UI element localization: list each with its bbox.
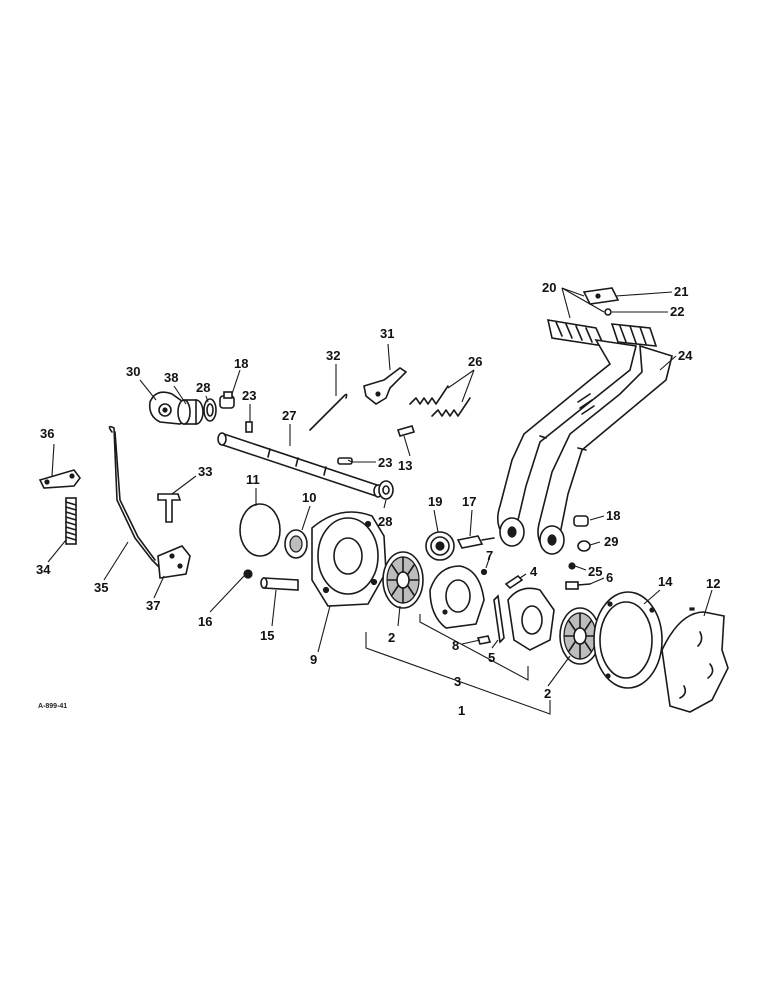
part-10-bearing	[284, 529, 308, 559]
part-12-detail	[689, 607, 695, 611]
callout-29: 29	[604, 534, 618, 549]
callout-13: 13	[398, 458, 412, 473]
part-9-brake-housing	[311, 511, 387, 607]
callout-18: 18	[234, 356, 248, 371]
part-19-spring	[425, 531, 455, 561]
part-36-plate	[38, 469, 81, 489]
part-3-pressure-plate	[507, 587, 555, 651]
callout-21: 21	[674, 284, 688, 299]
callout-16: 16	[198, 614, 212, 629]
callout-20: 20	[542, 280, 556, 295]
part-35-rod	[108, 425, 163, 571]
part-29-seal	[577, 540, 591, 552]
part-33-bracket	[157, 493, 182, 523]
callout-12: 12	[706, 576, 720, 591]
part-12-cover	[661, 611, 729, 713]
part-24-pedals	[496, 319, 673, 555]
part-4-link	[504, 574, 524, 590]
part-16-ball	[243, 569, 253, 579]
callout-6: 6	[606, 570, 613, 585]
callout-15: 15	[260, 628, 274, 643]
callout-7: 7	[486, 548, 493, 563]
callout-17: 17	[462, 494, 476, 509]
callout-4: 4	[530, 564, 538, 579]
part-32-rod	[309, 393, 348, 431]
part-23-pin-upper	[245, 421, 253, 433]
callout-25: 25	[588, 564, 602, 579]
callout-26: 26	[468, 354, 482, 369]
part-27-shaft	[217, 432, 383, 498]
callout-14: 14	[658, 574, 673, 589]
part-28-washer-upper	[203, 398, 217, 422]
callout-1: 1	[458, 703, 465, 718]
part-6-bolt	[565, 581, 591, 590]
part-31-lever	[363, 367, 408, 405]
callout-28: 28	[196, 380, 210, 395]
callout-23: 23	[378, 455, 392, 470]
callout-18: 18	[606, 508, 620, 523]
part-7-ball	[480, 568, 488, 576]
callout-11: 11	[246, 472, 260, 487]
part-2-disc-right	[559, 607, 601, 665]
callout-36: 36	[40, 426, 54, 441]
part-3-actuator-plate	[429, 565, 485, 629]
leader-lines	[47, 287, 713, 715]
part-17-screw	[456, 535, 495, 549]
part-34-spring	[65, 497, 77, 545]
callout-38: 38	[164, 370, 178, 385]
callout-2: 2	[388, 630, 395, 645]
part-22-pin	[604, 308, 612, 316]
callout-35: 35	[94, 580, 108, 595]
part-11-seal-ring	[239, 503, 281, 557]
callout-labels: 1 2 2 3 4 5 6 7 8 9 10 11 12 13 14 15 16…	[36, 280, 720, 718]
figure-id: A-899-41	[38, 703, 67, 710]
callout-10: 10	[302, 490, 316, 505]
part-15-pin	[260, 577, 299, 591]
callout-3: 3	[454, 674, 461, 689]
callout-27: 27	[282, 408, 296, 423]
part-18-plug-upper	[219, 391, 235, 409]
part-23-pin-lower	[337, 457, 353, 465]
callout-31: 31	[380, 326, 394, 341]
part-14-drum	[593, 591, 663, 689]
callout-9: 9	[310, 652, 317, 667]
callout-23: 23	[242, 388, 256, 403]
callout-8: 8	[452, 638, 459, 653]
part-26-springs	[409, 385, 471, 417]
part-5-link	[493, 594, 505, 644]
callout-5: 5	[488, 650, 495, 665]
callout-37: 37	[146, 598, 160, 613]
callout-28: 28	[378, 514, 392, 529]
part-13-clip	[396, 425, 416, 437]
callout-19: 19	[428, 494, 442, 509]
part-2-disc-left	[382, 551, 424, 609]
callout-32: 32	[326, 348, 340, 363]
part-25-ball	[568, 562, 576, 570]
callout-33: 33	[198, 464, 212, 479]
callout-30: 30	[126, 364, 140, 379]
part-38-bushing	[177, 399, 204, 425]
part-37-plate	[157, 545, 191, 579]
callout-34: 34	[36, 562, 51, 577]
part-21-latch	[582, 287, 620, 305]
callout-22: 22	[670, 304, 684, 319]
part-8-bolt	[476, 635, 492, 645]
part-28-washer-lower	[378, 480, 394, 500]
part-18-plug-lower	[573, 515, 589, 527]
callout-24: 24	[678, 348, 693, 363]
callout-2: 2	[544, 686, 551, 701]
